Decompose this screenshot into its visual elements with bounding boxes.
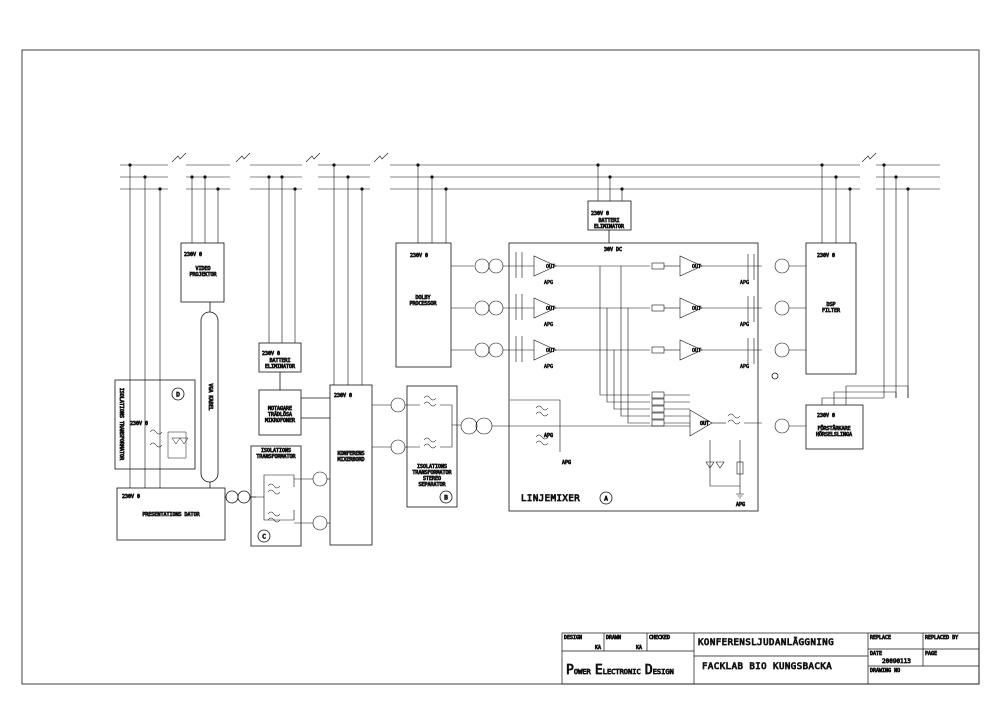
apg-label-b-1: APG — [740, 280, 749, 286]
marker-a — [599, 491, 613, 505]
marker-c — [257, 529, 271, 543]
drawing-no-label: DRAWING NO — [870, 668, 900, 674]
dsp-power: 230V 0 — [817, 253, 835, 259]
iso-transformer-d-power: 230V 0 — [130, 421, 148, 427]
marker-d-label: D — [176, 392, 180, 399]
drawing-subtitle: FACKLAB BIO KUNGSBACKA — [702, 662, 832, 672]
apg-label-1: APG — [544, 280, 553, 286]
linjemixer-label: LINJEMIXER — [521, 494, 580, 504]
dc-label: 30V DC — [604, 247, 622, 253]
marker-b-label: B — [444, 495, 448, 502]
iso-stereo-sep-box — [406, 385, 458, 508]
iso-transformer-d-label: ISOLATIONS TRANSFORMATOR — [118, 388, 124, 461]
junction-dots — [128, 163, 910, 191]
batt-elim-2-power: 230V 0 — [591, 211, 609, 217]
wireless-mics-box — [258, 389, 302, 436]
iso-transformer-d-box — [114, 379, 196, 470]
marker-a-label: A — [604, 496, 608, 503]
vga-cable — [200, 311, 219, 483]
title-block — [561, 632, 980, 685]
date-value: 20090113 — [882, 658, 911, 665]
replaced-by-label: REPLACED BY — [925, 635, 958, 641]
amplifier-box — [805, 404, 864, 450]
pres-computer-power: 230V 0 — [122, 494, 140, 500]
dolby-box — [395, 242, 452, 368]
iso-transformer-c-box — [250, 445, 302, 547]
apg-label-3: APG — [544, 364, 553, 370]
out-label-b-1: OUT — [692, 264, 701, 270]
apg-label-b-3: APG — [740, 364, 749, 370]
apg-bottom: APG — [736, 502, 745, 508]
design-value: KA — [595, 645, 601, 651]
company-name: POWER ELECTRONIC DESIGN — [566, 663, 674, 678]
batt-elim-2-box — [587, 200, 632, 231]
drawing-frame — [21, 49, 980, 685]
pres-computer-box — [116, 487, 226, 541]
pres-computer-label: PRESENTATIONS DATOR — [142, 512, 200, 518]
checked-label: CHECKED — [649, 635, 670, 641]
mains-bus — [120, 152, 940, 190]
out-label-b-3: OUT — [692, 348, 701, 354]
channel-strips: OUT OUT APG APG OUT OUT APG APG OUT OUT APG APG — [451, 252, 806, 427]
batt-elim-1-power: 230V 0 — [262, 351, 280, 357]
replace-label: REPLACE — [870, 635, 891, 641]
out-label-2: OUT — [546, 306, 555, 312]
apg-bottom-left-2: APG — [562, 460, 571, 466]
apg-label-b-2: APG — [740, 322, 749, 328]
dsp-box — [805, 242, 857, 375]
conf-mixer-power: 230V 0 — [334, 393, 352, 399]
drawn-value: KA — [636, 645, 642, 651]
amplifier-power: 230V 0 — [817, 413, 835, 419]
conf-mixer-box — [329, 384, 373, 546]
apg-bottom-left: APG — [544, 433, 553, 439]
apg-label-2: APG — [544, 322, 553, 328]
out-label-b-2: OUT — [692, 306, 701, 312]
video-projector-power: 230V 0 — [184, 252, 202, 258]
marker-d — [171, 387, 185, 401]
video-projector-box — [180, 242, 225, 303]
page-label: PAGE — [925, 651, 937, 657]
design-label: DESIGN — [564, 635, 582, 641]
marker-c-label: C — [262, 534, 266, 541]
out-label-3: OUT — [546, 348, 555, 354]
linjemixer-box — [508, 242, 759, 512]
drawn-label: DRAWN — [606, 635, 621, 641]
mains-drops — [129, 165, 909, 488]
out-label-1: OUT — [546, 264, 555, 270]
drawing-title: KONFERENSLJUDANLÄGGNING — [698, 637, 834, 648]
dolby-power: 230V 0 — [410, 253, 428, 259]
date-label: DATE — [870, 651, 882, 657]
out-bottom: OUT — [700, 421, 709, 427]
marker-b — [439, 490, 453, 504]
vga-cable-label: VGA KABEL — [207, 383, 213, 410]
